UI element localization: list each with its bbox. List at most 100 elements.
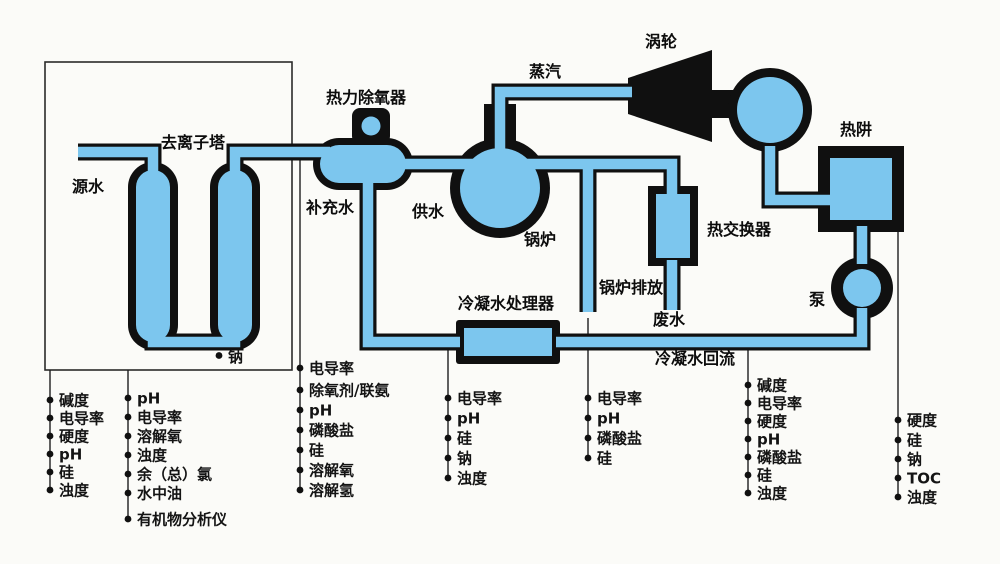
sample-point: [584, 394, 592, 402]
sample-point: [124, 451, 132, 459]
label-makeup-water: 补充水: [305, 198, 355, 217]
sample-point: [46, 450, 54, 458]
sample-point: [444, 414, 452, 422]
deionizer-tower-2-interior: [218, 170, 252, 342]
label-deionizer: 去离子塔: [161, 133, 226, 152]
measurement-item-label: pH: [59, 446, 82, 464]
measurement-item-label: 电导率: [59, 410, 104, 428]
measurement-item-label: 电导率: [309, 360, 354, 378]
measurement-item-label: 磷酸盐: [309, 422, 354, 440]
sample-point: [894, 474, 902, 482]
sample-point: [46, 414, 54, 422]
sample-point: [894, 455, 902, 463]
condensate-polisher-interior: [464, 328, 552, 356]
measurement-item-label: 碱度: [59, 392, 90, 410]
measurement-item-label: 电导率: [457, 390, 502, 408]
label-turbine: 涡轮: [645, 32, 677, 51]
label-heat-sink: 热阱: [840, 120, 872, 139]
components-blue: [136, 77, 892, 356]
sample-point: [46, 468, 54, 476]
sodium-sample-label: 钠: [228, 348, 243, 366]
sample-point: [744, 381, 752, 389]
sample-point: [444, 474, 452, 482]
deionizer-tower-1-interior: [136, 170, 170, 342]
deaerator-interior: [320, 145, 406, 183]
sample-point: [46, 432, 54, 440]
sample-point: [584, 454, 592, 462]
label-boiler-blowdown: 锅炉排放: [599, 278, 664, 297]
sample-point: [744, 453, 752, 461]
measurement-item-label: 溶解氢: [309, 482, 354, 500]
measurement-item-label: pH: [457, 410, 480, 428]
sample-point: [296, 486, 304, 494]
measurement-item-label: 硅: [597, 450, 612, 468]
sample-point: [296, 466, 304, 474]
measurement-item-label: TOC: [907, 470, 941, 488]
measurement-item-label: 浊度: [457, 470, 488, 488]
measurement-item-label: pH: [597, 410, 620, 428]
heat-sink-interior: [830, 158, 892, 220]
sample-point: [894, 436, 902, 444]
sample-point: [124, 394, 132, 402]
measurement-item-label: 硅: [59, 464, 74, 482]
sample-point: [296, 386, 304, 394]
label-deaerator: 热力除氧器: [326, 88, 407, 107]
heat-exchanger-interior: [656, 194, 690, 258]
measurement-item-label: 钠: [457, 450, 472, 468]
sodium-sample-point: [215, 352, 223, 359]
measurement-item-label: 浊度: [907, 489, 938, 507]
label-boiler: 锅炉: [524, 230, 556, 249]
measurement-item-label: 溶解氧: [137, 428, 182, 446]
label-condensate-return: 冷凝水回流: [655, 349, 735, 368]
sample-point: [296, 364, 304, 372]
sample-point: [584, 414, 592, 422]
measurement-item-label: pH: [309, 402, 332, 420]
label-condensate-polisher: 冷凝水处理器: [458, 294, 555, 313]
measurement-item-label: pH: [137, 390, 160, 408]
measurement-item-label: 除氧剂/联氨: [309, 382, 389, 400]
label-heat-exchanger: 热交换器: [707, 220, 772, 239]
system-boundary-frame: [44, 61, 293, 371]
sample-point: [444, 394, 452, 402]
sample-point: [46, 396, 54, 404]
pump-interior: [843, 269, 881, 307]
sample-point: [124, 515, 132, 523]
label-feed-water: 供水: [411, 202, 445, 221]
sample-point: [444, 434, 452, 442]
measurement-item-label: pH: [757, 431, 780, 449]
label-waste-water: 废水: [653, 310, 686, 329]
sample-point: [744, 417, 752, 425]
label-steam: 蒸汽: [529, 62, 561, 81]
sample-point: [744, 399, 752, 407]
measurement-item-label: 溶解氧: [309, 462, 354, 480]
label-pump: 泵: [808, 290, 825, 309]
measurement-item-label: 硅: [309, 442, 324, 460]
turbine: [628, 50, 712, 142]
sample-point: [894, 416, 902, 424]
measurement-item-label: 浊度: [757, 485, 788, 503]
pipe-cores: [78, 86, 868, 348]
measurement-item-label: 水中油: [137, 485, 182, 503]
sample-point: [296, 426, 304, 434]
sample-point: [584, 434, 592, 442]
sample-point: [124, 489, 132, 497]
measurement-item-label: 硅: [457, 430, 472, 448]
sample-point: [124, 413, 132, 421]
measurement-item-label: 硅: [757, 467, 772, 485]
measurement-item-label: 钠: [907, 451, 922, 469]
measurement-item-label: 电导率: [137, 409, 182, 427]
measurement-item-label: 有机物分析仪: [137, 511, 228, 529]
measurement-item-label: 硬度: [757, 413, 788, 431]
measurement-item-label: 硬度: [907, 412, 938, 430]
measurement-item-label: 磷酸盐: [757, 449, 802, 467]
sample-point: [744, 471, 752, 479]
sample-point: [46, 486, 54, 494]
condenser-interior: [737, 77, 803, 143]
